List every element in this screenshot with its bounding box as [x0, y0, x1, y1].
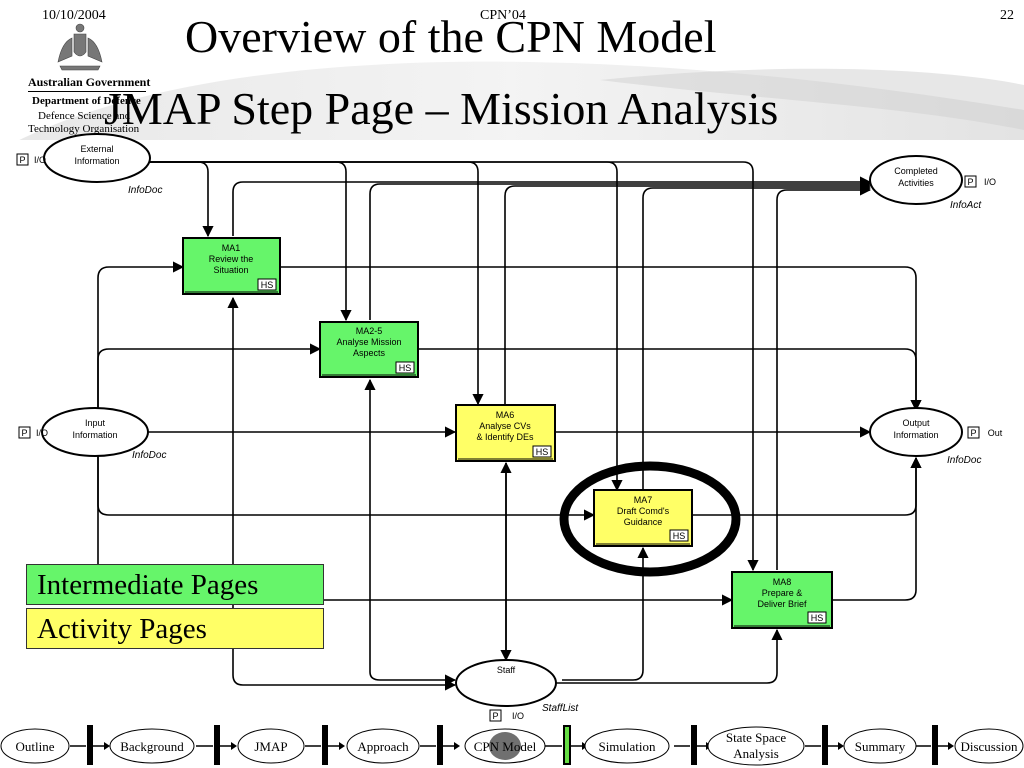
logo-org-line2: Technology Organisation: [28, 123, 140, 135]
nav-outline[interactable]: Outline: [0, 728, 70, 764]
diagram-label: HS: [261, 280, 274, 290]
diagram-label: InfoDoc: [132, 450, 166, 461]
nav-separator: [420, 725, 460, 765]
diagram-label: Activities: [898, 178, 934, 188]
diagram-label: HS: [536, 447, 549, 457]
diagram-label: Deliver Brief: [757, 599, 807, 609]
diagram-label: P: [492, 711, 498, 721]
diagram-label: Completed: [894, 166, 938, 176]
diagram-label: Analyse Mission: [336, 337, 401, 347]
diagram-label: Review the: [209, 254, 254, 264]
logo-department: Department of Defence: [32, 95, 141, 107]
place-staff: Staff P I/O StaffList: [455, 659, 579, 722]
diagram-label: CPN Model: [474, 739, 537, 754]
logo-rule: [28, 91, 146, 92]
navigation-links: Outline Background JMAP Approach CPN Mod…: [0, 722, 1024, 768]
nav-separator: [70, 725, 110, 765]
diagram-label: Output: [902, 418, 930, 428]
nav-separator: [915, 725, 954, 765]
diagram-label: I/O: [984, 177, 996, 187]
nav-separator: [305, 725, 345, 765]
diagram-label: Information: [893, 430, 938, 440]
nav-discussion[interactable]: Discussion: [954, 728, 1024, 764]
diagram-label: HS: [399, 363, 412, 373]
slide-number: 22: [1000, 8, 1014, 23]
diagram-label: & Identify DEs: [476, 432, 534, 442]
diagram-label: P: [970, 428, 976, 438]
logo-government: Australian Government: [28, 75, 151, 89]
diagram-label: Simulation: [598, 739, 656, 754]
diagram-label: Discussion: [960, 739, 1018, 754]
nav-state-space-analysis[interactable]: State Space Analysis: [707, 726, 805, 766]
diagram-label: Input: [85, 418, 106, 428]
diagram-label: Staff: [497, 665, 516, 675]
nav-summary[interactable]: Summary: [843, 728, 917, 764]
transition-ma7: MA7 Draft Comd's Guidance HS: [593, 489, 693, 547]
legend-intermediate-pages: Intermediate Pages: [26, 564, 324, 605]
diagram-label: Analyse CVs: [479, 421, 531, 431]
diagram-label: P: [19, 155, 25, 165]
nav-separators: [70, 725, 954, 765]
diagram-label: State Space: [726, 730, 787, 745]
diagram-label: Summary: [855, 739, 906, 754]
diagram-label: Out: [988, 428, 1003, 438]
diagram-label: MA6: [496, 410, 515, 420]
nav-separator: [196, 725, 237, 765]
diagram-label: I/O: [34, 155, 46, 165]
place-input-information: Input Information P I/O InfoDoc: [18, 407, 166, 461]
diagram-label: External: [80, 144, 113, 154]
diagram-label: Approach: [357, 739, 409, 754]
diagram-label: P: [967, 177, 973, 187]
transition-ma6: MA6 Analyse CVs & Identify DEs HS: [455, 404, 556, 462]
transition-ma2-5: MA2-5 Analyse Mission Aspects HS: [319, 321, 419, 378]
logo-org-line1: Defence Science and: [38, 110, 131, 122]
diagram-label: Situation: [213, 265, 248, 275]
transition-ma8: MA8 Prepare & Deliver Brief HS: [731, 571, 833, 629]
slide-title-line1: Overview of the CPN Model: [185, 11, 717, 62]
nav-background[interactable]: Background: [109, 728, 195, 764]
diagram-label: Outline: [16, 739, 55, 754]
diagram-label: Information: [74, 156, 119, 166]
place-output-information: Output Information P Out InfoDoc: [869, 407, 1003, 466]
place-completed-activities: Completed Activities P I/O InfoAct: [869, 155, 996, 211]
nav-current-indicator: [489, 732, 521, 760]
diagram-label: StaffList: [542, 703, 579, 714]
diagram-label: Analysis: [733, 746, 779, 761]
slide-title-line2: JMAP Step Page – Mission Analysis: [104, 83, 779, 134]
nav-separator: [805, 725, 844, 765]
place-external-information: External Information P I/O InfoDoc: [16, 133, 162, 196]
diagram-label: MA8: [773, 577, 792, 587]
nav-jmap[interactable]: JMAP: [237, 728, 305, 764]
diagram-label: Guidance: [624, 517, 663, 527]
highlight-ring: [559, 461, 741, 577]
diagram-label: MA2-5: [356, 326, 383, 336]
diagram-label: I/O: [36, 428, 48, 438]
diagram-label: I/O: [512, 711, 524, 721]
transition-ma1: MA1 Review the Situation HS: [182, 237, 281, 295]
diagram-label: MA7: [634, 495, 653, 505]
coat-of-arms-logo: [57, 23, 103, 71]
diagram-label: JMAP: [254, 739, 287, 754]
nav-approach[interactable]: Approach: [346, 728, 420, 764]
diagram-label: Draft Comd's: [617, 506, 670, 516]
diagram-label: Prepare &: [762, 588, 803, 598]
nav-cpn-model[interactable]: CPN Model: [464, 728, 546, 764]
slide-date: 10/10/2004: [42, 8, 106, 23]
diagram-label: Background: [120, 739, 184, 754]
diagram-label: HS: [811, 613, 824, 623]
nav-simulation[interactable]: Simulation: [584, 728, 670, 764]
legend-activity-pages: Activity Pages: [26, 608, 324, 649]
diagram-label: InfoDoc: [947, 455, 981, 466]
diagram-label: P: [21, 428, 27, 438]
diagram-label: HS: [673, 531, 686, 541]
diagram-label: InfoAct: [950, 200, 982, 211]
conference-name: CPN’04: [480, 8, 526, 23]
diagram-label: MA1: [222, 243, 241, 253]
diagram-label: Information: [72, 430, 117, 440]
diagram-label: Aspects: [353, 348, 386, 358]
diagram-label: InfoDoc: [128, 185, 162, 196]
